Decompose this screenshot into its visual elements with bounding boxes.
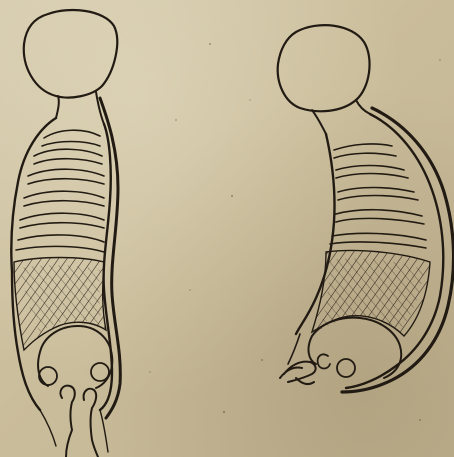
upright-figure xyxy=(11,10,120,457)
hip-joint xyxy=(337,359,355,377)
neck-outline xyxy=(312,100,370,134)
curved-figure xyxy=(278,25,454,392)
pelvic-bones xyxy=(280,362,316,384)
upper-legs xyxy=(60,386,98,457)
head-outline xyxy=(24,10,117,98)
head-outline xyxy=(278,25,370,111)
rib-cage xyxy=(330,144,426,248)
pelvis-outline xyxy=(38,326,112,388)
left-hip-joint xyxy=(39,367,57,385)
right-hip-joint xyxy=(91,363,109,381)
